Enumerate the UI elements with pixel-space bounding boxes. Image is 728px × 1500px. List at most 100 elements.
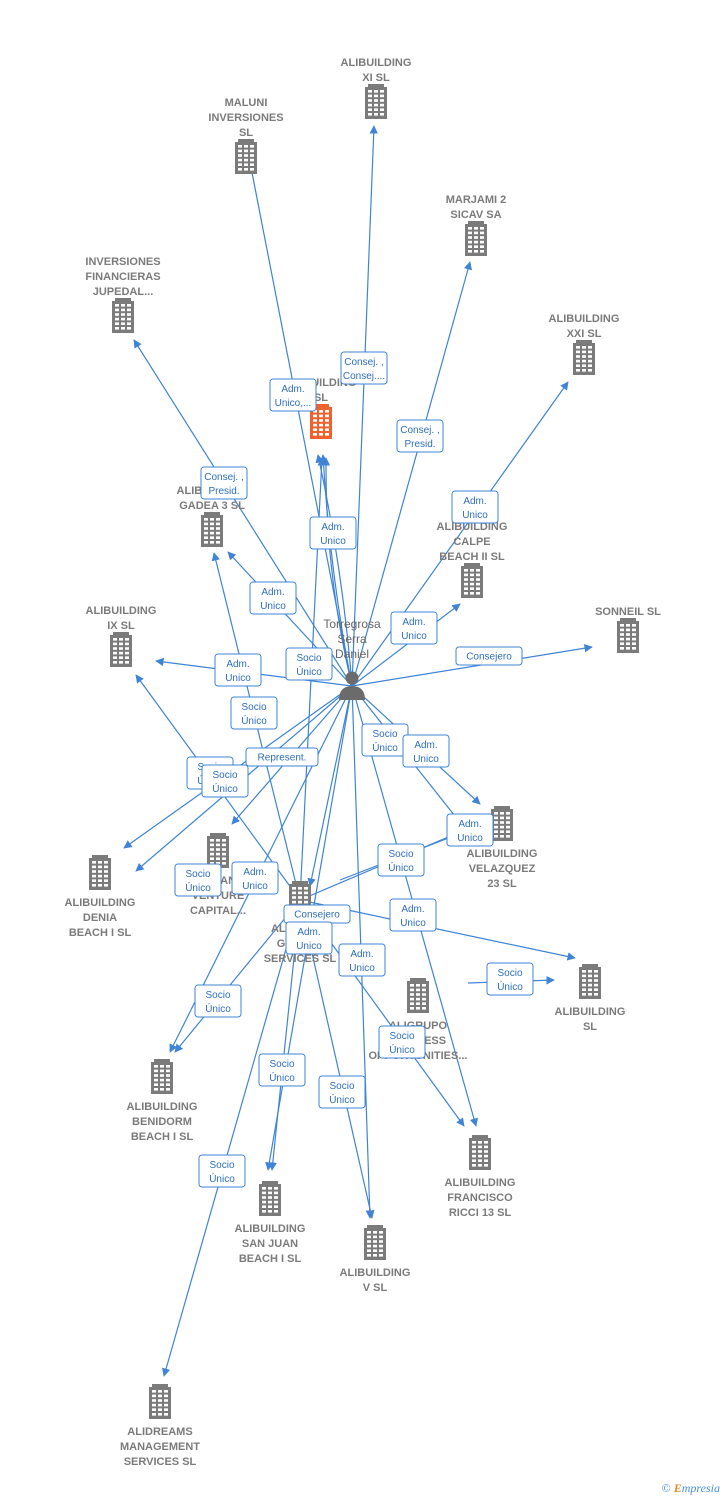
company-node-gadea[interactable]: ALIBUILDINGGADEA 3 SL <box>177 485 248 547</box>
building-icon <box>365 84 387 119</box>
building-icon <box>469 1135 491 1170</box>
company-label: ALIBUILDING <box>445 1177 516 1189</box>
company-label: ALIBUILDING <box>86 605 157 617</box>
edge-label: Consej. ,Presid. <box>200 466 248 500</box>
edge-line <box>227 551 353 687</box>
edge-label-text: Socio <box>372 729 397 740</box>
company-label: 23 SL <box>487 878 517 890</box>
edge-line <box>315 454 353 687</box>
edge-label-text: Socio <box>389 1031 414 1042</box>
edge-label: Represent. <box>245 747 319 767</box>
company-label: ALIBUILDING <box>555 1006 626 1018</box>
edge-label-text: Socio <box>205 990 230 1001</box>
company-label: ALIBUILDING <box>65 897 136 909</box>
company-label: SERVICES SL <box>264 953 337 965</box>
edge-label-text: Adm. <box>350 949 373 960</box>
company-node-inversiones[interactable]: INVERSIONESFINANCIERASJUPEDAL... <box>85 256 161 333</box>
edge-label-text: Adm. <box>414 740 437 751</box>
edge-label-text: Socio <box>212 770 237 781</box>
company-label: XXI SL <box>567 328 602 340</box>
company-label: BEACH I SL <box>239 1253 302 1265</box>
edge-label: Adm.Unico <box>309 516 357 550</box>
company-label: BEACH I SL <box>69 927 132 939</box>
edge-label-text: Adm. <box>297 927 320 938</box>
company-label: CAPITAL... <box>190 905 246 917</box>
company-label: FINANCIERAS <box>85 271 160 283</box>
edge-label-text: Unico,... <box>275 398 312 409</box>
edge-label-text: Consejero <box>466 652 512 663</box>
company-label: V SL <box>363 1282 388 1294</box>
edge-label-text: Consej. , <box>344 357 383 368</box>
company-label: ALIBUILDING <box>549 313 620 325</box>
edge-label-text: Único <box>241 714 267 727</box>
edge-label-text: Unico <box>320 536 346 547</box>
building-icon <box>235 139 257 174</box>
edge-line <box>133 339 353 687</box>
company-label: IX SL <box>107 620 135 632</box>
company-label: SAN JUAN <box>242 1238 298 1250</box>
building-icon <box>617 618 639 653</box>
edge-label-text: Consejero <box>294 910 340 921</box>
company-label: INVERSIONES <box>208 112 283 124</box>
person-icon <box>339 671 365 700</box>
building-icon <box>573 340 595 375</box>
company-node-denia[interactable]: ALIBUILDING DENIA BEACH I SL <box>65 855 136 939</box>
building-icon <box>89 855 111 890</box>
edge-label-text: Presid. <box>404 439 435 450</box>
company-label: DENIA <box>83 912 117 924</box>
edge-label-text: Único <box>497 980 523 993</box>
edge-label-text: Unico <box>260 601 286 612</box>
company-label: CALPE <box>453 536 490 548</box>
building-icon <box>201 512 223 547</box>
edge-line <box>162 899 301 1377</box>
edges-layer <box>123 125 593 1377</box>
edge-label-text: Unico <box>457 833 483 844</box>
building-icon <box>364 1225 386 1260</box>
company-node-xxi[interactable]: ALIBUILDING XXI SL <box>549 313 620 375</box>
edge-line <box>351 381 569 687</box>
edge-label-text: Adm. <box>281 384 304 395</box>
edge-label-text: Único <box>205 1002 231 1015</box>
company-label: BEACH II SL <box>439 551 505 563</box>
building-icon <box>151 1059 173 1094</box>
edge-label: Consej. ,Consej.... <box>340 351 388 385</box>
edge-label-text: Adm. <box>401 904 424 915</box>
edge-label-text: Unico <box>242 881 268 892</box>
edge-label-text: Socio <box>185 869 210 880</box>
building-icon <box>259 1181 281 1216</box>
edge-label-text: Socio <box>388 849 413 860</box>
edge-label: Consejero <box>283 904 351 924</box>
company-node-sonneil[interactable]: SONNEIL SL <box>595 606 661 653</box>
company-node-ix[interactable]: ALIBUILDING IX SL <box>86 605 157 667</box>
company-label: INVERSIONES <box>85 256 160 268</box>
building-icon <box>207 833 229 868</box>
edge-label-text: Socio <box>269 1059 294 1070</box>
company-label: ALIDREAMS <box>127 1426 192 1438</box>
brand-name: mpresia <box>681 1481 720 1495</box>
edge-label: Adm.Unico <box>451 490 499 524</box>
person-label: Daniel <box>335 647 369 661</box>
edge-label: Consej. ,Presid. <box>396 419 444 453</box>
edge-line <box>321 457 353 687</box>
company-label: XI SL <box>362 72 390 84</box>
edge-line <box>307 685 353 887</box>
copyright-symbol: © <box>661 1481 671 1495</box>
